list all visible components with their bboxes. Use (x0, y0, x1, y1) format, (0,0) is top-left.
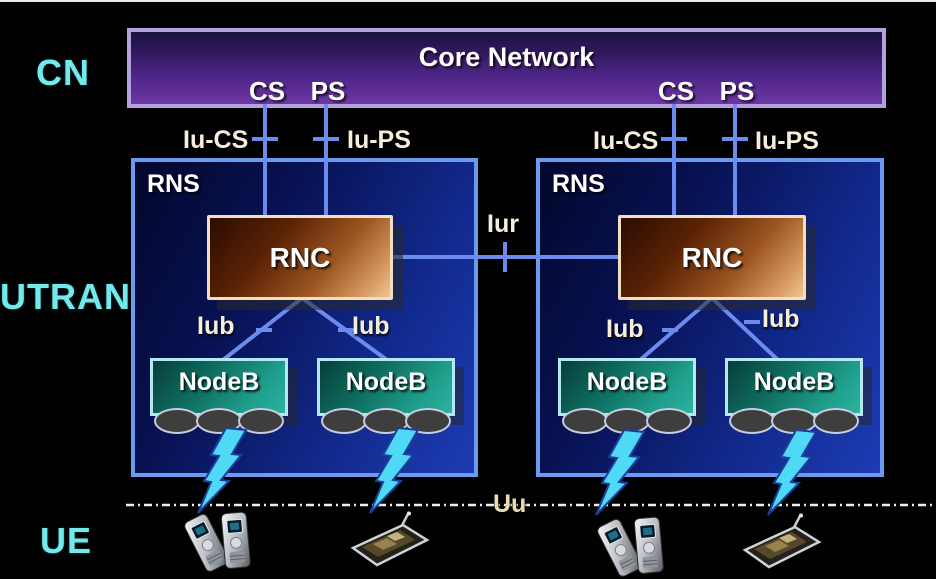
iur-label: Iur (487, 210, 519, 238)
pda-stylus-icon (743, 512, 821, 569)
cs-domain-label-left: CS (248, 76, 286, 106)
antenna-cell-ellipse (405, 408, 451, 434)
iu-ps-label-right: Iu-PS (755, 127, 819, 155)
iu-cs-label-left: Iu-CS (183, 126, 249, 154)
rnc-box-right: RNC (618, 215, 806, 300)
nodeb-box-4: NodeB (725, 358, 863, 434)
region-label-ue: UE (40, 520, 93, 561)
ps-domain-label-left: PS (310, 76, 346, 106)
iu-ps-label-left: Iu-PS (347, 126, 411, 154)
antenna-cell-ellipse (813, 408, 859, 434)
antenna-cell-ellipse (771, 408, 817, 434)
core-network-box (127, 28, 886, 108)
nodeb-box-2: NodeB (317, 358, 455, 434)
antenna-cell-ellipse (562, 408, 608, 434)
mobile-phones-icon (596, 517, 664, 578)
rns-label-right: RNS (552, 170, 605, 198)
core-network-title: Core Network (418, 42, 595, 72)
iub-label-1: Iub (197, 312, 235, 340)
ps-domain-label-right: PS (719, 76, 755, 106)
pda-stylus-icon (351, 510, 429, 567)
region-label-utran: UTRAN (0, 276, 131, 317)
antenna-cell-ellipse (604, 408, 650, 434)
rnc-label-right: RNC (681, 241, 743, 273)
nodeb-label: NodeB (586, 368, 668, 396)
antenna-cell-ellipse (154, 408, 200, 434)
iub-label-4: Iub (762, 305, 800, 333)
rns-label-left: RNS (147, 170, 200, 198)
nodeb-box-3: NodeB (558, 358, 696, 434)
uu-label: Uu (493, 490, 527, 518)
nodeb-label: NodeB (178, 368, 260, 396)
antenna-cell-ellipse (729, 408, 775, 434)
iu-cs-label-right: Iu-CS (593, 127, 659, 155)
antenna-cell-ellipse (646, 408, 692, 434)
mobile-phones-icon (183, 512, 251, 573)
antenna-cell-ellipse (363, 408, 409, 434)
iub-label-2: Iub (352, 312, 390, 340)
rnc-label-left: RNC (269, 241, 331, 273)
cs-domain-label-right: CS (657, 76, 695, 106)
nodeb-box-1: NodeB (150, 358, 288, 434)
antenna-cell-ellipse (238, 408, 284, 434)
nodeb-label: NodeB (753, 368, 835, 396)
antenna-cell-ellipse (321, 408, 367, 434)
antenna-cell-ellipse (196, 408, 242, 434)
nodeb-label: NodeB (345, 368, 427, 396)
iub-label-3: Iub (606, 315, 644, 343)
rnc-box-left: RNC (207, 215, 393, 300)
slide-top-border-line (0, 0, 936, 2)
region-label-cn: CN (36, 52, 90, 93)
